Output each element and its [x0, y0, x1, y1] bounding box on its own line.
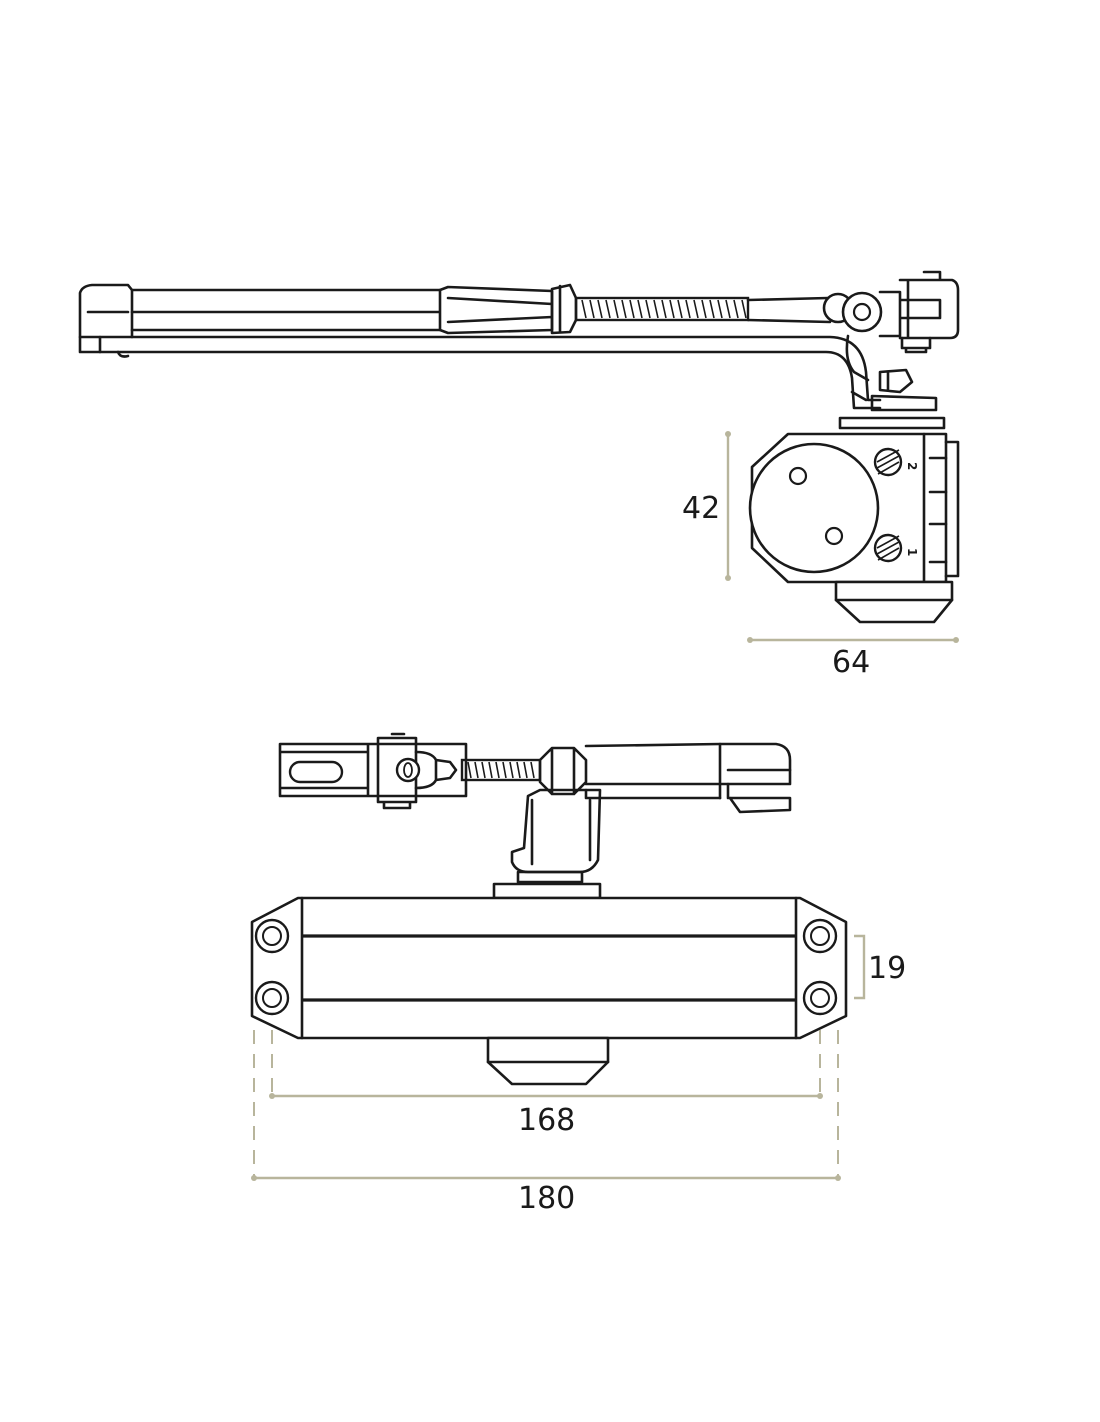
arm-base-bar	[78, 335, 882, 410]
side-bottom-cap	[834, 580, 954, 624]
front-bracket-slot	[288, 760, 344, 784]
dimension-side-width: 64	[747, 637, 959, 680]
pivot-nut	[878, 368, 914, 394]
front-arm-end	[718, 742, 792, 814]
dimension-hole-spacing-vertical: 19	[854, 934, 906, 1000]
elbow-eye-inner	[852, 302, 872, 322]
top-view-arm-assembly	[78, 270, 960, 412]
mounting-hole-top-right	[802, 918, 838, 954]
arm-vertical-link	[845, 334, 870, 402]
valve-screw-2[interactable]: 2	[873, 447, 919, 477]
valve-2-label: 2	[905, 462, 919, 470]
dim-180-end-right	[835, 1175, 841, 1181]
dim-19-bracket	[854, 934, 866, 1000]
side-body-top-plate	[838, 416, 946, 430]
dim-64-label: 64	[832, 645, 870, 680]
arm-end-cap	[78, 283, 134, 358]
mounting-hole-bottom-right	[802, 980, 838, 1016]
dim-168-end-left	[269, 1093, 275, 1099]
side-view-body: 2 1 42 64	[682, 416, 960, 680]
mounting-hole-bottom-left	[254, 980, 290, 1016]
side-body-mount-plate	[928, 440, 960, 578]
front-view-arm	[278, 732, 792, 900]
dim-180-end-left	[251, 1175, 257, 1181]
arm-hex-nut	[550, 283, 578, 335]
dimension-overall-length: 180	[251, 1175, 841, 1216]
valve-screw-1[interactable]: 1	[873, 533, 919, 563]
threaded-rod-threads	[581, 299, 747, 319]
side-pinion-hole-bottom	[824, 526, 844, 546]
dimension-hole-spacing-horizontal: 168	[269, 1093, 823, 1138]
front-elbow	[414, 750, 458, 790]
side-end-cap-circle	[748, 442, 880, 574]
valve-1-label: 1	[905, 548, 919, 556]
dim-180-label: 180	[518, 1181, 575, 1216]
front-bracket-clamp	[376, 732, 418, 810]
front-threaded-rod	[460, 758, 542, 782]
front-hex-nut	[538, 746, 588, 796]
main-arm-tube	[130, 288, 442, 332]
valve-screw-2-slot	[876, 449, 900, 475]
dim-19-label: 19	[868, 951, 906, 986]
front-rod-threads	[467, 761, 535, 779]
dim-64-end-right	[953, 637, 959, 643]
side-pinion-hole-top	[788, 466, 808, 486]
dim-168-label: 168	[518, 1103, 575, 1138]
front-arm-bracket	[278, 742, 468, 798]
front-main-arm	[584, 742, 792, 786]
front-pinion-base	[492, 870, 602, 900]
dim-168-end-right	[817, 1093, 823, 1099]
front-bracket-screw-inner	[403, 762, 413, 778]
arm-taper	[438, 285, 554, 335]
bracket-clamp	[878, 270, 960, 340]
bracket-screw	[900, 336, 932, 354]
front-body-outline	[250, 896, 848, 1040]
dimension-side-height: 42	[682, 431, 731, 581]
pivot-shoe	[870, 394, 938, 412]
dim-42-label: 42	[682, 491, 720, 526]
threaded-rod	[574, 296, 750, 322]
front-arm-lower-plate	[584, 788, 722, 800]
connecting-rod	[746, 296, 832, 324]
valve-screw-1-slot	[876, 535, 900, 561]
dim-42-end-top	[725, 431, 731, 437]
mounting-hole-top-left	[254, 918, 290, 954]
dim-64-end-left	[747, 637, 753, 643]
dim-42-end-bottom	[725, 575, 731, 581]
front-view-body: 19 168 180	[250, 896, 906, 1216]
front-vertical-link	[510, 788, 602, 874]
